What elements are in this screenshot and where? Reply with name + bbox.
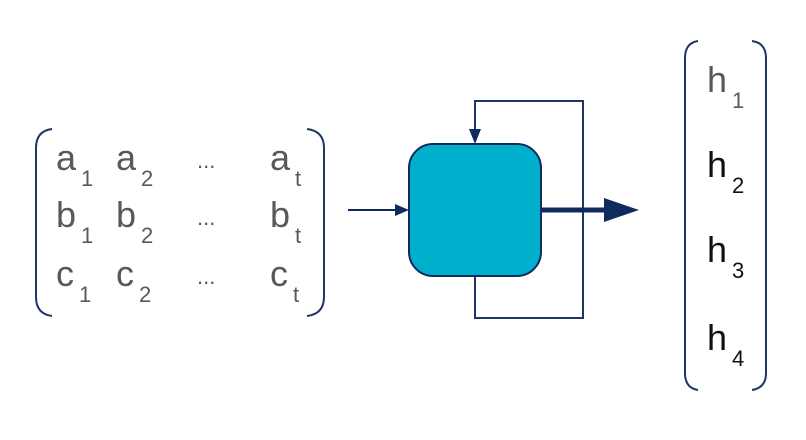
cell-base: b <box>116 194 137 235</box>
output-subscript: 1 <box>732 88 745 113</box>
cell-base: a <box>56 137 77 178</box>
matrix-cell-a2: a2 <box>116 140 153 197</box>
matrix-cell-a1: a1 <box>56 140 93 197</box>
output-base: h <box>707 144 728 185</box>
output-arrow-head <box>604 198 639 222</box>
input-matrix-right-bracket <box>306 128 325 317</box>
matrix-cell-bt: bt <box>270 197 301 254</box>
matrix-cell-b1: b1 <box>56 197 93 254</box>
output-base: h <box>707 229 728 270</box>
output-subscript: 2 <box>732 173 745 198</box>
cell-subscript: 2 <box>141 223 154 248</box>
cell-base: a <box>270 137 291 178</box>
matrix-ellipsis-a: ... <box>197 148 216 173</box>
cell-subscript: 1 <box>81 166 94 191</box>
output-subscript: 4 <box>732 346 745 371</box>
output-h1: h1 <box>707 62 744 119</box>
matrix-cell-at: at <box>270 140 301 197</box>
cell-subscript: 1 <box>79 282 92 307</box>
output-base: h <box>707 317 728 358</box>
cell-subscript: t <box>293 282 300 307</box>
matrix-cell-ct: ct <box>270 256 299 313</box>
matrix-ellipsis-b: ... <box>197 205 216 230</box>
matrix-cell-b2: b2 <box>116 197 153 254</box>
matrix-ellipsis-c: ... <box>197 264 216 289</box>
cell-subscript: 1 <box>81 223 94 248</box>
cell-subscript: 2 <box>141 166 154 191</box>
input-matrix-left-bracket <box>35 128 53 317</box>
cell-base: b <box>270 194 291 235</box>
cell-base: c <box>270 253 288 294</box>
output-base: h <box>707 59 728 100</box>
cell-base: b <box>56 194 77 235</box>
output-vector-left-bracket <box>684 40 699 391</box>
cell-base: c <box>116 253 134 294</box>
recurrent-cell <box>408 143 542 277</box>
matrix-cell-c1: c1 <box>56 256 91 313</box>
output-h2: h2 <box>707 147 744 204</box>
cell-subscript: 2 <box>139 282 152 307</box>
cell-subscript: t <box>295 223 302 248</box>
cell-base: c <box>56 253 74 294</box>
output-subscript: 3 <box>732 258 745 283</box>
output-h3: h3 <box>707 232 744 289</box>
cell-base: a <box>116 137 137 178</box>
matrix-cell-c2: c2 <box>116 256 151 313</box>
recurrent-loop-arrow-head <box>469 129 481 144</box>
input-arrow-head <box>395 204 409 216</box>
output-h4: h4 <box>707 320 744 377</box>
cell-subscript: t <box>295 166 302 191</box>
output-vector-right-bracket <box>751 40 767 391</box>
